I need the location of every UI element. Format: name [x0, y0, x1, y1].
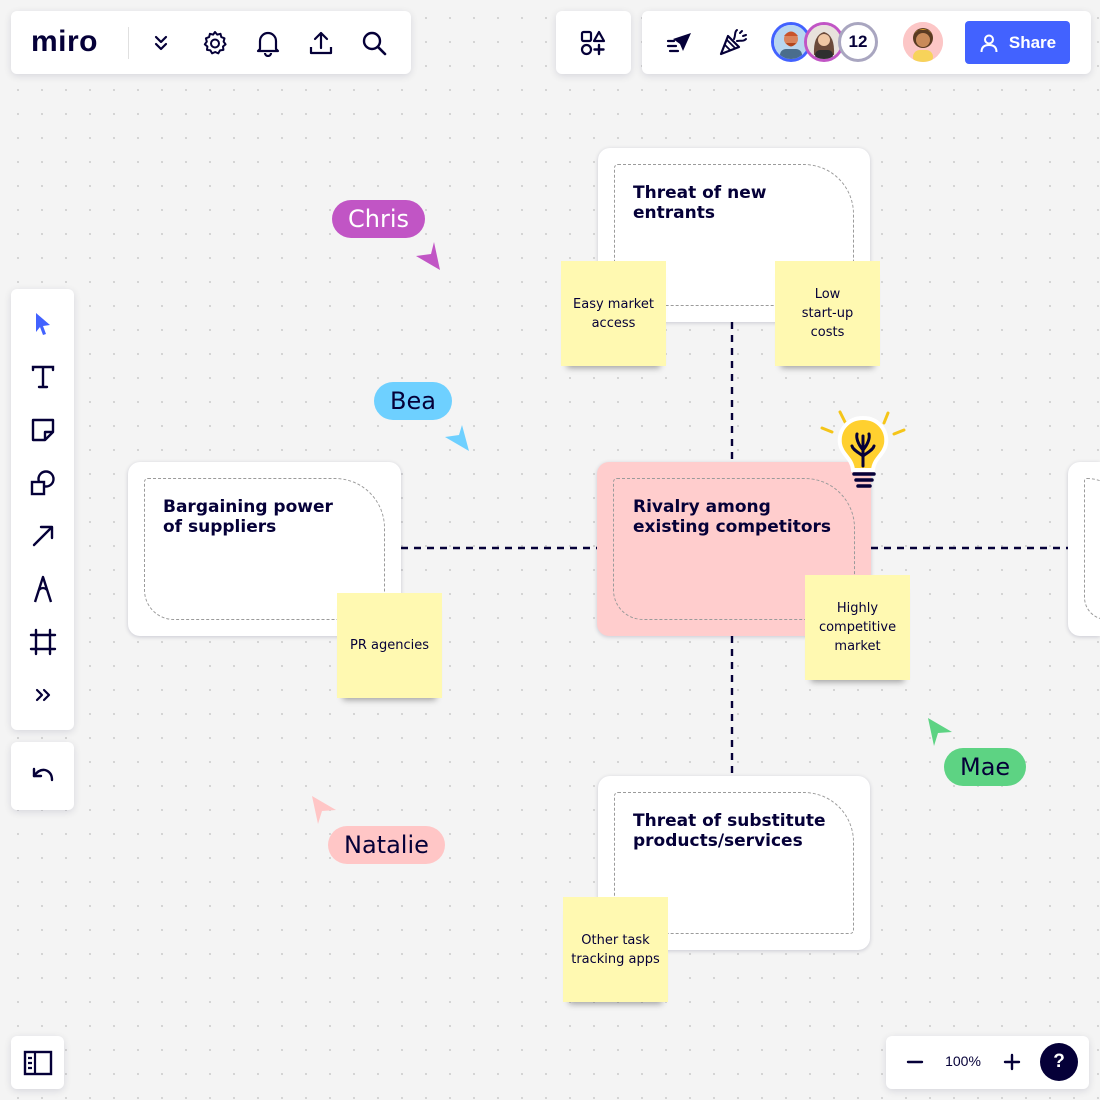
gear-icon[interactable]	[199, 27, 231, 59]
arrow-line-icon	[32, 525, 53, 547]
zoom-panel: 100% ?	[886, 1036, 1089, 1089]
collaborator-count-badge[interactable]: 12	[838, 22, 878, 62]
cursor-natalie-icon	[312, 796, 336, 824]
card-inner-frame	[1084, 478, 1100, 620]
frame-tool[interactable]	[11, 622, 74, 662]
celebrate-icon[interactable]	[716, 25, 750, 59]
apps-icon[interactable]	[577, 27, 609, 59]
apps-panel	[556, 11, 631, 74]
double-chevron-right-icon	[35, 688, 50, 702]
creation-toolbar	[11, 289, 74, 730]
card-inner-frame	[614, 792, 854, 934]
card-inner-frame	[614, 164, 854, 306]
current-user-avatar[interactable]	[903, 22, 943, 62]
zoom-level[interactable]: 100%	[945, 1053, 981, 1069]
zoom-out-button[interactable]	[900, 1047, 930, 1077]
sticky-note[interactable]: Easy market access	[561, 261, 666, 366]
board-panel-toggle[interactable]	[11, 1036, 64, 1089]
sidebar-panel-icon	[21, 1046, 54, 1079]
shapes-icon	[30, 470, 55, 496]
pen-tool[interactable]	[11, 569, 74, 609]
share-button[interactable]: Share	[965, 21, 1070, 64]
sticky-note[interactable]: Low start-up costs	[775, 261, 880, 366]
follow-cursor-icon[interactable]	[664, 27, 696, 59]
share-label: Share	[1008, 32, 1057, 52]
sticky-note-tool[interactable]	[11, 410, 74, 450]
card-inner-frame	[144, 478, 385, 620]
card-title: Threat of substitute products/services	[633, 811, 826, 851]
upload-icon[interactable]	[305, 27, 337, 59]
card-title: Bargaining power of suppliers	[163, 497, 333, 537]
cursor-label-mae: Mae	[944, 748, 1027, 786]
cursor-chris-icon	[416, 242, 440, 270]
toolbar-divider	[128, 27, 129, 59]
miro-logo[interactable]: miro	[31, 25, 99, 58]
cursor-label-chris: Chris	[332, 200, 426, 238]
zoom-in-button[interactable]	[997, 1047, 1027, 1077]
card-partial-right[interactable]	[1068, 462, 1100, 636]
text-tool[interactable]	[11, 357, 74, 397]
cursor-arrow-icon	[35, 313, 50, 335]
main-menu-bar: miro	[11, 11, 411, 74]
cursor-mae-icon	[928, 718, 952, 746]
select-tool[interactable]	[11, 304, 74, 344]
sticky-note[interactable]: Other task tracking apps	[563, 897, 668, 1002]
more-tools-button[interactable]	[11, 675, 74, 715]
sticky-note[interactable]: PR agencies	[337, 593, 442, 698]
user-icon	[980, 34, 998, 52]
shapes-tool[interactable]	[11, 463, 74, 503]
sticky-note-icon	[31, 418, 54, 442]
card-title: Rivalry among existing competitors	[633, 497, 832, 537]
help-button[interactable]: ?	[1040, 1043, 1078, 1081]
cursor-label-natalie: Natalie	[328, 826, 445, 864]
text-icon	[31, 365, 54, 389]
plus-icon	[1003, 1053, 1021, 1071]
card-title: Threat of new entrants	[633, 183, 767, 223]
frame-icon	[29, 628, 56, 656]
pen-icon	[33, 575, 52, 603]
undo-icon	[32, 767, 53, 782]
card-inner-frame	[613, 478, 855, 620]
cursor-bea-icon	[445, 425, 469, 451]
lightbulb-icon[interactable]	[818, 410, 910, 498]
minus-icon	[906, 1060, 924, 1064]
sticky-note[interactable]: Highly competitive market	[805, 575, 910, 680]
cursor-label-bea: Bea	[374, 382, 452, 420]
chevron-down-icon[interactable]	[145, 27, 177, 59]
bell-icon[interactable]	[252, 27, 284, 59]
undo-panel	[11, 742, 74, 810]
search-icon[interactable]	[358, 27, 390, 59]
undo-button[interactable]	[11, 756, 74, 796]
connection-line-tool[interactable]	[11, 516, 74, 556]
